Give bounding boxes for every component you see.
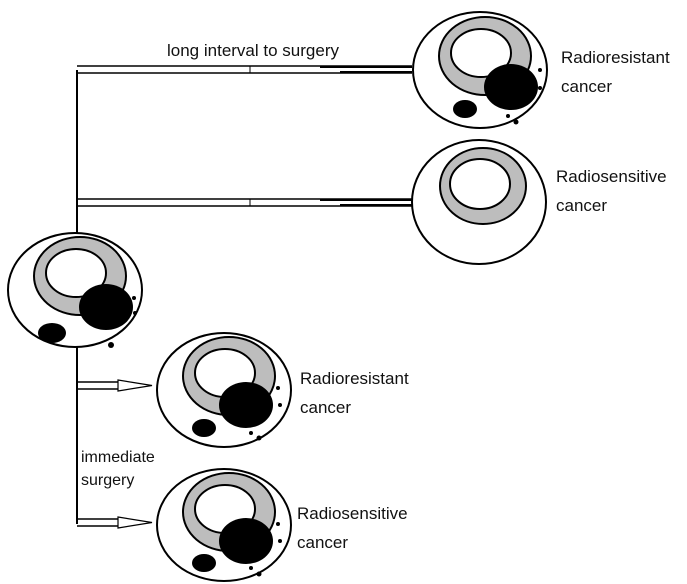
bottom-resistant-label-line2: cancer xyxy=(300,398,351,417)
long-interval-arrow-2 xyxy=(77,199,412,206)
immediate-label-line1: immediate xyxy=(81,449,155,466)
top-sensitive-label-line2: cancer xyxy=(556,196,607,215)
long-interval-label: long interval to surgery xyxy=(167,41,339,60)
top-radioresistant-cell-icon xyxy=(413,12,547,128)
bottom-resistant-label-line1: Radioresistant xyxy=(300,369,409,388)
bottom-sensitive-label-line1: Radiosensitive xyxy=(297,504,408,523)
immediate-arrow-2 xyxy=(77,517,152,528)
top-resistant-label-line1: Radioresistant xyxy=(561,48,670,67)
bottom-sensitive-label-line2: cancer xyxy=(297,533,348,552)
immediate-arrow-1 xyxy=(77,380,152,391)
top-resistant-label-line2: cancer xyxy=(561,77,612,96)
immediate-label-line2: surgery xyxy=(81,472,134,489)
bottom-radioresistant-cell-icon xyxy=(157,333,291,447)
long-interval-arrow xyxy=(77,66,412,73)
bottom-radiosensitive-cell-icon xyxy=(157,469,291,581)
origin-cell-icon xyxy=(8,233,142,348)
top-sensitive-label-line1: Radiosensitive xyxy=(556,167,667,186)
top-radiosensitive-cell-icon xyxy=(412,140,546,264)
